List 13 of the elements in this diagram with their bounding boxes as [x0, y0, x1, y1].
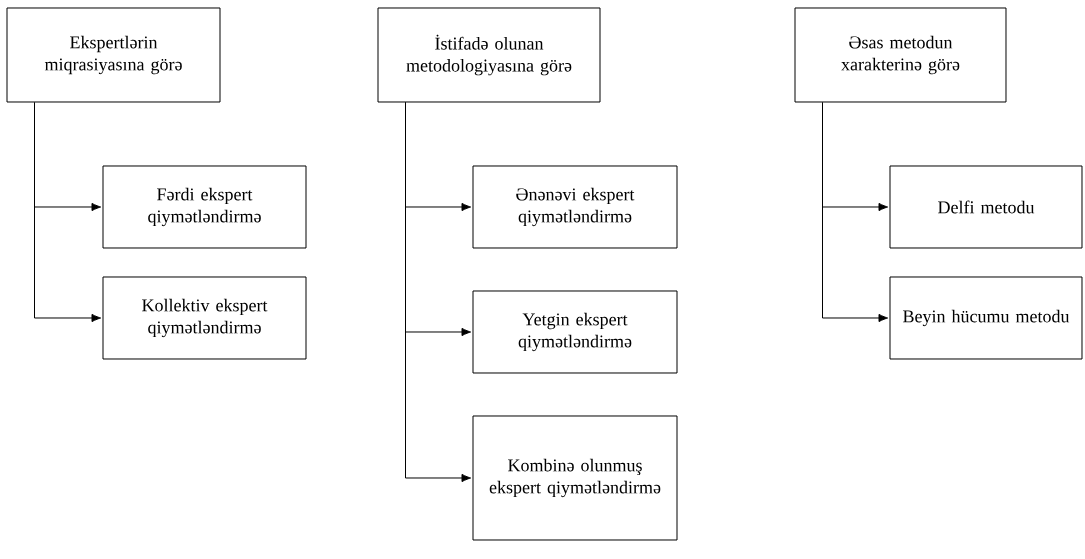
box: Beyin hücumu metodu [889, 276, 1083, 360]
box: Fərdi ekspert qiymətləndirmə [102, 165, 307, 249]
box: Əsas metodun xarakterinə görə [794, 7, 1007, 103]
box: Kombinə olunmuş ekspert qiymətləndirmə [472, 415, 678, 541]
arrow [822, 102, 889, 323]
arrow [405, 102, 472, 483]
arrow [34, 102, 102, 323]
box: Yetgin ekspert qiymətləndirmə [472, 290, 678, 374]
box: Ekspertlərin miqrasiyasına görə [6, 7, 221, 103]
box: İstifadə olunan metodologiyasına görə [377, 7, 601, 103]
box: Delfi metodu [889, 165, 1083, 249]
box: Ənənəvi ekspert qiymətləndirmə [472, 165, 678, 249]
box: Kollektiv ekspert qiymətləndirmə [102, 276, 307, 360]
